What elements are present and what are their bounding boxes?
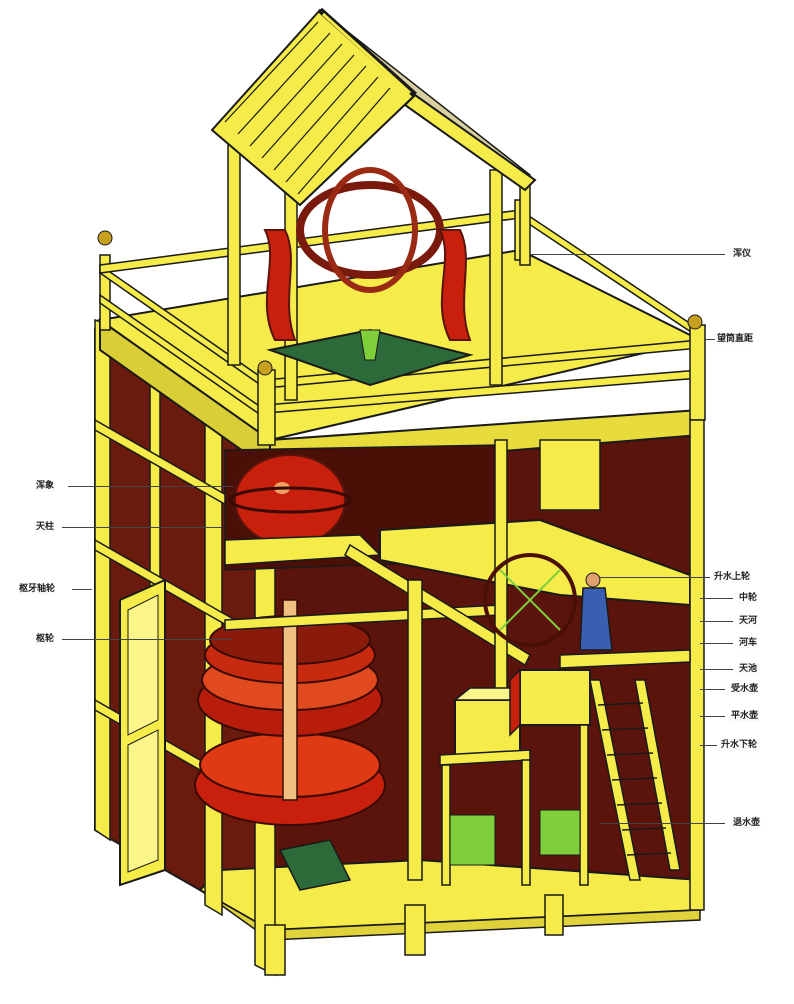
celestial-globe: [234, 454, 346, 546]
label-middle-wheel: 中轮: [738, 592, 759, 604]
label-river-cart: 河车: [738, 637, 759, 649]
finial: [97, 230, 113, 246]
label-armillary: 浑仪: [732, 248, 753, 260]
ground-posts: [264, 894, 564, 976]
leader-line: [68, 486, 233, 487]
sump-tank-box: [449, 814, 496, 866]
leader-line: [700, 643, 733, 644]
leader-line: [700, 745, 717, 746]
receiving-vessel-box: [519, 669, 591, 726]
dragon-pillars: [263, 229, 472, 341]
label-receiving-vessel: 受水壶: [730, 683, 760, 695]
label-upper-water-wheel: 升水上轮: [713, 571, 752, 583]
label-heaven-pillar: 天柱: [35, 521, 56, 533]
leader-line: [700, 669, 733, 670]
leader-line: [530, 254, 725, 255]
staircase: [589, 679, 681, 881]
finial: [257, 360, 273, 376]
label-sighting-tube: 望筒直距: [716, 333, 755, 345]
leader-line: [62, 639, 232, 640]
roof-planks: [224, 21, 391, 195]
leader-line: [600, 823, 725, 824]
leader-line: [705, 339, 715, 340]
interior-posts: [407, 419, 705, 911]
leader-line: [62, 527, 222, 528]
finial: [687, 314, 703, 330]
label-sump-tank: 退水壶: [732, 817, 762, 829]
water-wheel: [483, 553, 577, 647]
label-constant-level-tank: 平水壶: [730, 710, 760, 722]
leader-line: [700, 621, 733, 622]
label-lower-water-wheel: 升水下轮: [720, 739, 759, 751]
label-gear-wheel: 枢牙轴轮: [18, 583, 57, 595]
leader-line: [700, 716, 725, 717]
label-celestial-globe: 浑象: [35, 480, 56, 492]
leader-line: [700, 689, 725, 690]
label-heavenly-pool: 天池: [738, 663, 759, 675]
central-shaft: [282, 599, 298, 801]
leader-line: [72, 589, 92, 590]
leader-line: [700, 598, 733, 599]
label-heavenly-river: 天河: [738, 615, 759, 627]
attendant-figure: [579, 572, 613, 651]
label-main-wheel: 枢轮: [35, 633, 56, 645]
leader-line: [600, 577, 710, 578]
